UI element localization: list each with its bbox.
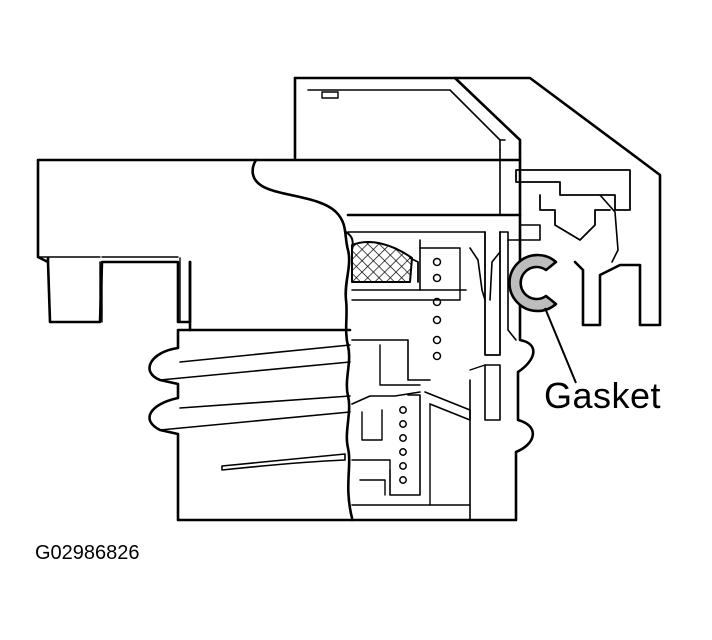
cap-exterior-shell [36,76,522,522]
gasket-o-ring [508,253,558,313]
upper-spring [432,257,442,361]
figure-id: G02986826 [35,542,140,564]
mesh-filter [351,241,413,283]
lower-spring [399,406,407,484]
gasket-callout-label: Gasket [544,375,662,416]
gasket-leader-line [544,307,577,384]
cap-section-view [346,76,662,522]
